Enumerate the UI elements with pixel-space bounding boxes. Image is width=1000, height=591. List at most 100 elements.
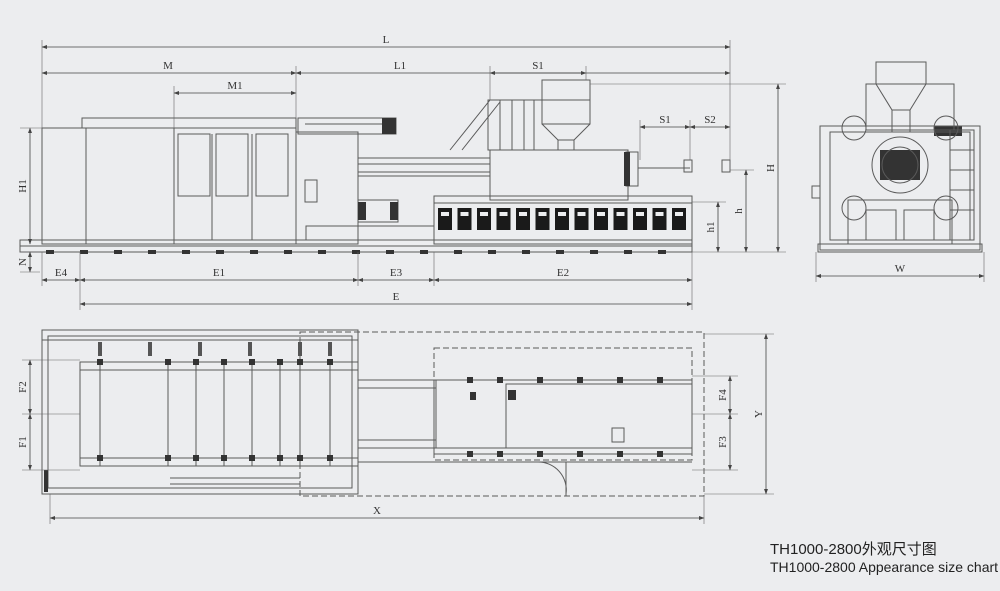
dim-F1: F1	[17, 436, 29, 448]
heater-band-gap	[577, 212, 586, 216]
platen-marker	[249, 359, 255, 365]
valve-block	[508, 390, 516, 400]
platen-marker	[97, 359, 103, 365]
machine-foot	[182, 250, 190, 254]
machine-foot	[250, 250, 258, 254]
heater-band-gap	[675, 212, 683, 216]
machine-foot	[454, 250, 462, 254]
machine-foot	[420, 250, 428, 254]
machine-foot	[556, 250, 564, 254]
machine-foot	[114, 250, 122, 254]
guard-post	[328, 342, 332, 356]
guard-post	[248, 342, 252, 356]
machine-foot	[318, 250, 326, 254]
injection-marker	[617, 377, 623, 383]
machine-foot	[624, 250, 632, 254]
platen-marker	[221, 359, 227, 365]
heater-band	[555, 208, 569, 230]
plan-view-dark-details	[44, 342, 663, 492]
dim-h: h	[733, 208, 745, 214]
platen-marker	[249, 455, 255, 461]
dim-E3: E3	[390, 267, 403, 279]
heater-band	[652, 208, 667, 230]
dim-S1: S1	[659, 114, 671, 126]
injection-marker	[657, 377, 663, 383]
dim-F3: F3	[717, 436, 729, 448]
dim-M1: M1	[227, 80, 242, 92]
heater-band	[516, 208, 530, 230]
machine-foot	[522, 250, 530, 254]
guard-post	[198, 342, 202, 356]
injection-marker	[577, 451, 583, 457]
heater-band	[457, 208, 472, 230]
injection-marker	[537, 377, 543, 383]
heater-band-gap	[499, 212, 508, 216]
heater-band-gap	[460, 212, 469, 216]
machine-foot	[46, 250, 54, 254]
guard-post	[98, 342, 102, 356]
end-view	[811, 61, 983, 253]
injection-marker	[537, 451, 543, 457]
platen-marker	[327, 359, 333, 365]
injection-marker	[497, 451, 503, 457]
platen-marker	[221, 455, 227, 461]
platen-marker	[297, 455, 303, 461]
dim-Y: Y	[753, 410, 765, 418]
dim-E4: E4	[55, 267, 68, 279]
dim-S1-top: S1	[532, 60, 544, 72]
dim-S2: S2	[704, 114, 716, 126]
heater-band-gap	[519, 212, 527, 216]
platen-marker	[277, 359, 283, 365]
extension-lines	[20, 40, 985, 524]
platen-marker	[165, 359, 171, 365]
heater-band	[672, 208, 686, 230]
heater-band	[535, 208, 550, 230]
dim-N: N	[17, 258, 29, 266]
machine-foot	[386, 250, 394, 254]
injection-marker	[467, 377, 473, 383]
machine-foot	[352, 250, 360, 254]
injection-marker	[467, 451, 473, 457]
tie-bar-clamp	[390, 202, 398, 220]
platen-center	[880, 150, 920, 180]
dim-h1: h1	[705, 222, 717, 233]
machine-foot	[80, 250, 88, 254]
plan-view	[41, 329, 705, 497]
heater-band-gap	[538, 212, 547, 216]
platen-marker	[193, 455, 199, 461]
caption-title-en: TH1000-2800 Appearance size chart	[770, 559, 999, 575]
heater-band	[613, 208, 628, 230]
heater-band	[438, 208, 452, 230]
heater-band-gap	[558, 212, 566, 216]
heater-band-gap	[616, 212, 625, 216]
heater-band-gap	[597, 212, 605, 216]
dim-E1: E1	[213, 267, 225, 279]
machine-foot	[284, 250, 292, 254]
caption-title-cn: TH1000-2800外观尺寸图	[770, 541, 937, 558]
machine-foot	[216, 250, 224, 254]
dim-F2: F2	[17, 381, 29, 393]
heater-band	[574, 208, 589, 230]
dim-E: E	[393, 291, 400, 303]
platen-marker	[327, 455, 333, 461]
machine-foot	[590, 250, 598, 254]
side-view-dark-details	[46, 118, 962, 254]
nozzle-flange	[624, 152, 630, 186]
machine-foot	[148, 250, 156, 254]
platen-marker	[193, 359, 199, 365]
heater-band	[477, 208, 491, 230]
injection-marker	[577, 377, 583, 383]
dimension-labels: L M L1 M1 S1 S1 S2 E4 E1 E3 E2 E W X H1 …	[17, 34, 906, 517]
tie-bar-clamp	[358, 202, 366, 220]
heater-band-gap	[441, 212, 449, 216]
platen-marker	[165, 455, 171, 461]
injection-marker	[617, 451, 623, 457]
heater-band	[496, 208, 511, 230]
hydraulic-block	[934, 126, 962, 136]
heater-band-gap	[636, 212, 644, 216]
heater-band-gap	[655, 212, 664, 216]
dim-H1: H1	[17, 179, 29, 192]
injection-marker	[657, 451, 663, 457]
platen-marker	[297, 359, 303, 365]
